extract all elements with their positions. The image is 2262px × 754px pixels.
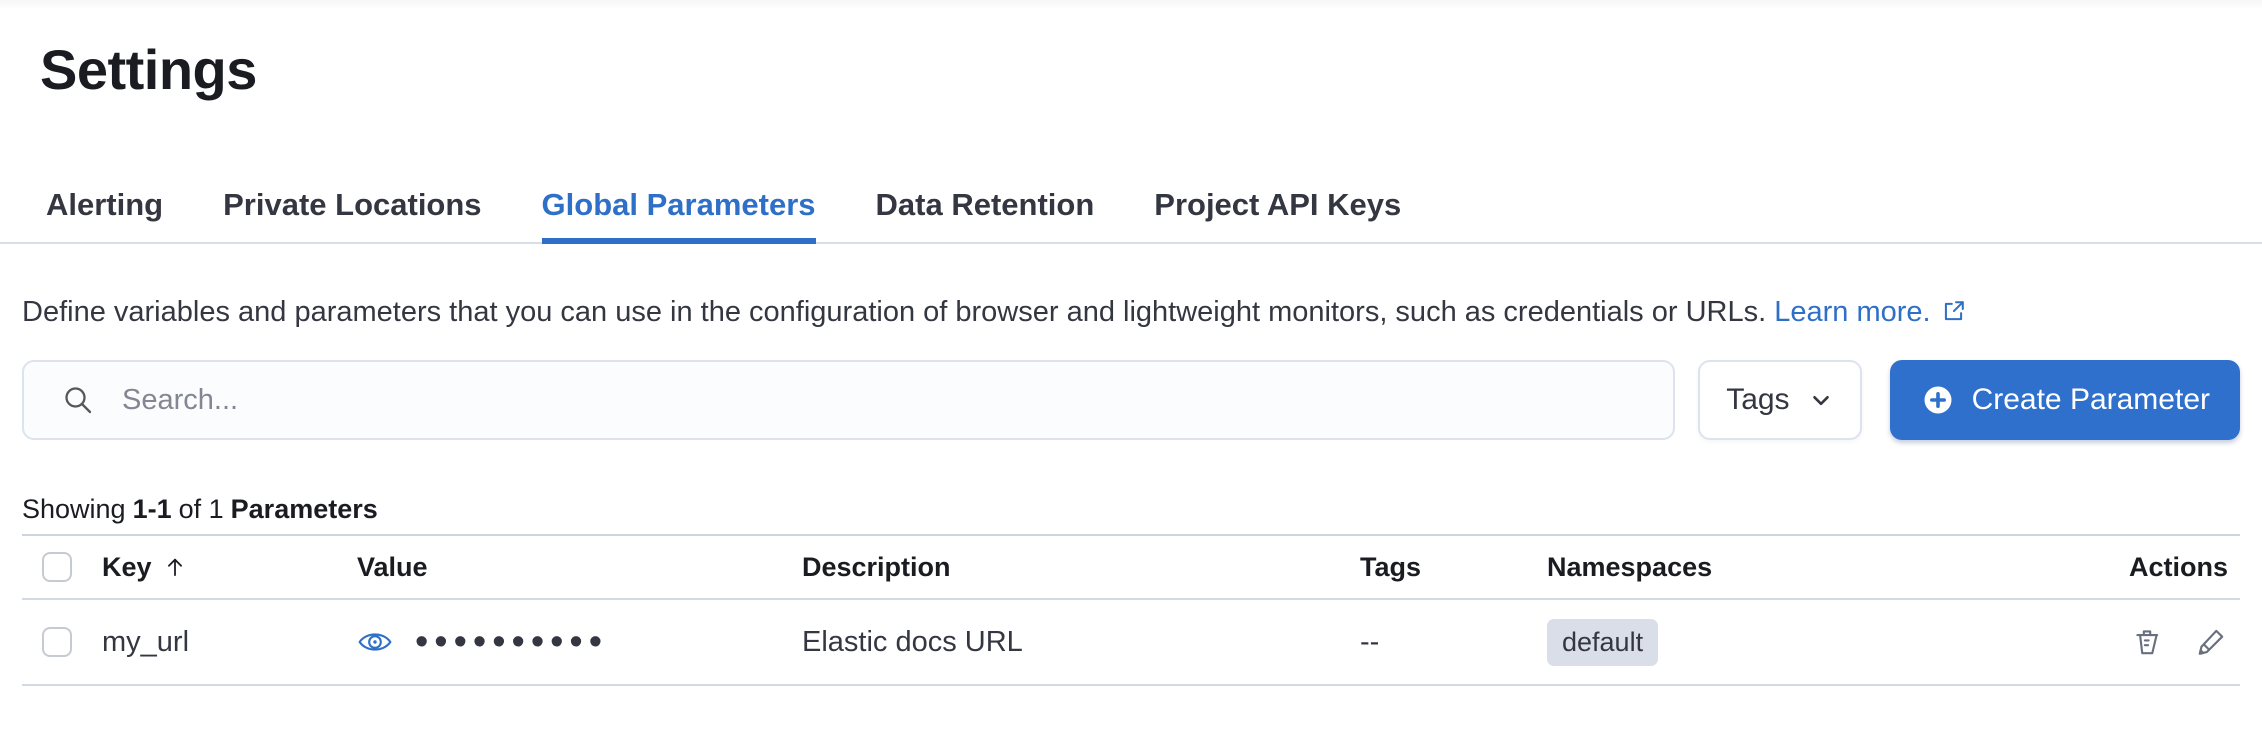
select-all-checkbox[interactable] <box>42 552 72 582</box>
column-key-label: Key <box>102 551 152 582</box>
value-cell: •••••••••• <box>357 621 790 663</box>
key-cell: my_url <box>96 599 351 686</box>
summary-connector: of 1 <box>178 494 224 524</box>
column-header-value: Value <box>351 536 796 600</box>
results-summary: Showing 1-1 of 1 Parameters <box>22 493 2240 525</box>
tags-filter-button[interactable]: Tags <box>1698 360 1862 440</box>
masked-value: •••••••••• <box>415 621 609 663</box>
column-header-namespaces: Namespaces <box>1541 536 1941 600</box>
parameters-table: Key Value Description Tags Namespaces Ac… <box>22 536 2240 686</box>
summary-entity: Parameters <box>230 494 378 524</box>
description-cell: Elastic docs URL <box>796 599 1354 686</box>
tab-private-locations[interactable]: Private Locations <box>223 187 482 222</box>
tags-filter-label: Tags <box>1726 383 1790 416</box>
sort-ascending-icon <box>167 558 182 577</box>
pencil-icon <box>2198 629 2224 655</box>
summary-divider <box>22 534 2240 536</box>
page-title: Settings <box>40 38 257 101</box>
column-header-description: Description <box>796 536 1354 600</box>
learn-more-label: Learn more. <box>1774 296 1931 328</box>
column-header-tags: Tags <box>1354 536 1541 600</box>
trash-icon <box>2136 630 2159 655</box>
top-edge <box>0 0 2262 10</box>
create-parameter-button[interactable]: Create Parameter <box>1889 360 2240 440</box>
page-description: Define variables and parameters that you… <box>22 290 2240 334</box>
delete-parameter-button[interactable] <box>2130 625 2164 659</box>
tab-global-parameters[interactable]: Global Parameters <box>541 189 816 244</box>
external-link-icon <box>1944 301 1964 321</box>
create-parameter-label: Create Parameter <box>1971 383 2210 416</box>
summary-prefix: Showing <box>22 494 126 524</box>
tab-alerting[interactable]: Alerting <box>46 187 164 222</box>
column-header-key[interactable]: Key <box>102 552 188 583</box>
chevron-down-icon <box>1812 395 1829 406</box>
search-icon <box>65 387 92 414</box>
table-row: my_url •••••••••• Elastic docs URL -- de… <box>22 599 2240 686</box>
tags-cell: -- <box>1354 599 1541 686</box>
table-header-row: Key Value Description Tags Namespaces Ac… <box>22 536 2240 600</box>
tab-data-retention[interactable]: Data Retention <box>875 187 1095 222</box>
actions-cell <box>1947 625 2234 659</box>
plus-in-circle-icon <box>1924 386 1952 414</box>
row-checkbox[interactable] <box>42 627 72 657</box>
reveal-value-button[interactable] <box>357 624 393 660</box>
parameters-toolbar: Tags Create Parameter <box>22 360 2240 440</box>
edit-parameter-button[interactable] <box>2194 625 2228 659</box>
search-box <box>22 360 1676 440</box>
namespace-badge: default <box>1547 618 1659 666</box>
tab-project-api-keys[interactable]: Project API Keys <box>1154 187 1402 222</box>
summary-range: 1-1 <box>132 494 172 524</box>
learn-more-link[interactable]: Learn more. <box>1774 296 1966 328</box>
settings-tabs: Alerting Private Locations Global Parame… <box>0 189 2262 244</box>
description-text: Define variables and parameters that you… <box>22 296 1767 328</box>
search-input[interactable] <box>122 365 1674 435</box>
eye-icon <box>358 633 392 651</box>
column-header-actions: Actions <box>1941 536 2240 600</box>
